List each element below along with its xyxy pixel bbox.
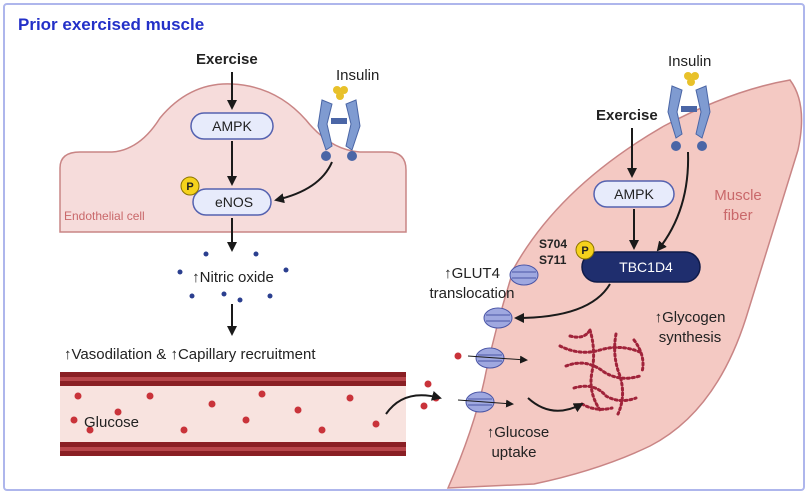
ampk-pill-muscle xyxy=(593,180,675,208)
glycogen-label-line1: ↑Glycogen xyxy=(655,309,726,326)
insulin-receptor-icon-endothelial xyxy=(317,86,361,161)
vasodilation-label: ↑Vasodilation & ↑Capillary recruitment xyxy=(64,346,316,363)
glucose-molecules-vessel xyxy=(70,390,380,434)
muscle-fiber-label-line2: fiber xyxy=(723,207,752,224)
glut4-label-line1: ↑GLUT4 xyxy=(444,265,500,282)
phospho-badge-enos xyxy=(180,176,200,196)
insulin-receptor-icon-muscle xyxy=(667,72,711,151)
arrow-insulin-to-tbc1d4 xyxy=(656,151,690,252)
arrow-vessel-to-fiber xyxy=(385,391,442,415)
glucose-transport-arrow-2 xyxy=(457,399,514,408)
enos-pill xyxy=(192,188,272,216)
arrow-tbc1d4-to-glut4 xyxy=(514,283,611,323)
phospho-badge-tbc1d4 xyxy=(575,240,595,260)
enos-label: eNOS xyxy=(215,194,253,210)
tbc1d4-pill xyxy=(581,251,701,283)
endothelial-cell-label: Endothelial cell xyxy=(64,209,145,223)
site-s704: S704 xyxy=(539,237,567,251)
exercise-label-muscle: Exercise xyxy=(596,107,658,124)
site-s711: S711 xyxy=(539,253,567,267)
arrow-glucose-to-glycogen xyxy=(527,397,584,413)
glucose-uptake-label-line1: ↑Glucose xyxy=(487,424,550,441)
insulin-label-endothelial: Insulin xyxy=(336,67,379,84)
exercise-label-endothelial: Exercise xyxy=(196,51,258,68)
muscle-fiber-label-line1: Muscle xyxy=(714,187,762,204)
glucose-uptake-label-line2: uptake xyxy=(491,444,536,461)
ampk-pill-endothelial xyxy=(190,112,274,140)
nitric-oxide-dots xyxy=(177,251,289,303)
glucose-transport-arrow-1 xyxy=(467,355,528,364)
nitric-oxide-label: ↑Nitric oxide xyxy=(192,269,274,286)
insulin-label-muscle: Insulin xyxy=(668,53,711,70)
muscle-fiber xyxy=(446,79,803,489)
figure-frame xyxy=(3,3,805,491)
phospho-label-tbc1d4: P xyxy=(581,245,588,257)
ampk-label-endothelial: AMPK xyxy=(212,118,252,134)
figure-title: Prior exercised muscle xyxy=(18,15,204,34)
glut4-transporter-icons xyxy=(465,264,539,413)
glycogen-label-line2: synthesis xyxy=(659,329,722,346)
phospho-label-enos: P xyxy=(186,181,193,193)
arrow-insulin-to-enos xyxy=(274,161,333,204)
glycogen-icon xyxy=(558,328,645,416)
glucose-label: Glucose xyxy=(84,414,139,431)
tbc1d4-label: TBC1D4 xyxy=(619,259,673,275)
ampk-label-muscle: AMPK xyxy=(614,186,654,202)
glut4-label-line2: translocation xyxy=(429,285,514,302)
